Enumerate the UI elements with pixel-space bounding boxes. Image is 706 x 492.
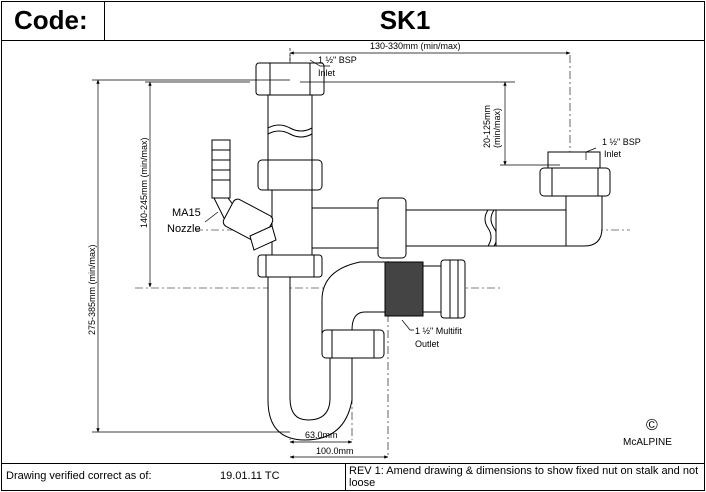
footer-column-divider bbox=[345, 463, 346, 491]
dim-width-63: 63.0mm bbox=[305, 430, 338, 440]
dim-drop-2: (min/max) bbox=[492, 108, 502, 148]
drawing-labels: 1 ½" BSP Inlet 1 ½" BSP Inlet MA15 Nozzl… bbox=[87, 41, 672, 456]
dim-drop-1: 20-125mm bbox=[482, 105, 492, 148]
dim-overall-height: 275-385mm (min/max) bbox=[87, 244, 97, 335]
dimension-lines bbox=[92, 48, 597, 459]
nozzle-label-1: MA15 bbox=[172, 207, 201, 219]
verified-label: Drawing verified correct as of: bbox=[6, 470, 152, 482]
outlet-label-2: Outlet bbox=[415, 339, 440, 349]
copyright-icon: © bbox=[646, 417, 658, 434]
trap-body bbox=[211, 62, 611, 441]
code-value: SK1 bbox=[379, 5, 431, 35]
brand-label: McALPINE bbox=[623, 437, 672, 448]
code-label: Code: bbox=[14, 5, 88, 35]
header-column-divider bbox=[104, 1, 105, 41]
top-inlet-label-1: 1 ½" BSP bbox=[318, 55, 357, 65]
revision-note: REV 1: Amend drawing & dimensions to sho… bbox=[349, 465, 699, 489]
side-inlet-label-1: 1 ½" BSP bbox=[602, 137, 641, 147]
outlet-label-1: 1 ½" Multifit bbox=[415, 326, 462, 336]
verified-date: 19.01.11 TC bbox=[220, 470, 280, 482]
dim-width-100: 100.0mm bbox=[316, 446, 354, 456]
side-inlet-label-2: Inlet bbox=[604, 149, 622, 159]
nozzle-label-2: Nozzle bbox=[167, 223, 201, 235]
header-divider bbox=[1, 40, 705, 41]
footer-divider bbox=[1, 463, 705, 464]
top-inlet-label-2: Inlet bbox=[318, 68, 336, 78]
dim-horizontal-top: 130-330mm (min/max) bbox=[370, 41, 461, 51]
dim-nozzle-height: 140-245mm (min/max) bbox=[139, 137, 149, 228]
